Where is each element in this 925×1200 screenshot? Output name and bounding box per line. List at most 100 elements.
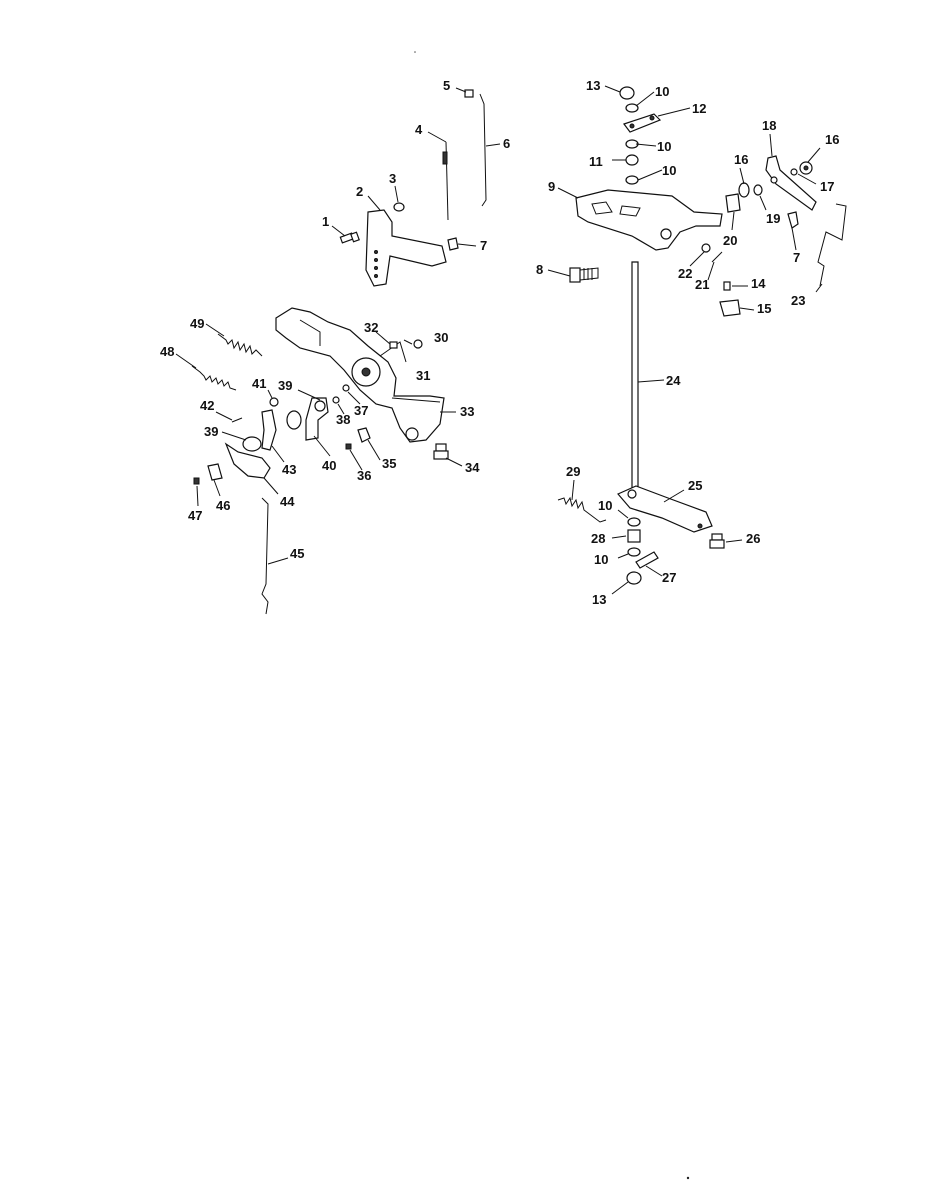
callout-37: 37 — [354, 403, 368, 418]
callout-10-a: 10 — [655, 84, 669, 99]
part-21-pin — [711, 251, 723, 263]
part-43-lever — [261, 409, 277, 451]
part-44-bracket — [224, 442, 271, 479]
part-26-bolt — [709, 533, 725, 549]
callout-16-a: 16 — [734, 152, 748, 167]
callout-17: 17 — [820, 179, 834, 194]
part-45-rod — [261, 497, 269, 615]
callout-16-b: 16 — [825, 132, 839, 147]
callout-22: 22 — [678, 266, 692, 281]
callout-27: 27 — [662, 570, 676, 585]
callout-29: 29 — [566, 464, 580, 479]
callout-10-d: 10 — [598, 498, 612, 513]
callout-15: 15 — [757, 301, 771, 316]
callout-7: 7 — [480, 238, 487, 253]
callout-48: 48 — [160, 344, 174, 359]
callout-26: 26 — [746, 531, 760, 546]
part-7-clip — [447, 237, 459, 251]
callout-10-e: 10 — [594, 552, 608, 567]
part-37-washer — [342, 384, 350, 392]
part-20-bushing — [725, 193, 741, 213]
callout-42: 42 — [200, 398, 214, 413]
part-2-bracket — [365, 209, 447, 287]
callout-13-a: 13 — [586, 78, 600, 93]
part-29-spring — [557, 496, 607, 523]
part-7-clip-right — [787, 211, 799, 229]
callout-25: 25 — [688, 478, 702, 493]
part-15-clip — [719, 299, 741, 317]
callout-7-b: 7 — [793, 250, 800, 265]
part-10-washer-1 — [625, 103, 639, 113]
callout-10-b: 10 — [657, 139, 671, 154]
callout-13-b: 13 — [592, 592, 606, 607]
part-19-washer — [753, 184, 763, 196]
callout-11: 11 — [589, 154, 603, 169]
part-39-disc-lower — [242, 436, 262, 452]
part-32-screw — [389, 341, 398, 349]
part-13-nut-top — [619, 86, 635, 100]
callout-21: 21 — [695, 277, 709, 292]
callout-33: 33 — [460, 404, 474, 419]
callout-41: 41 — [252, 376, 266, 391]
part-3-nut — [393, 202, 405, 212]
callout-46: 46 — [216, 498, 230, 513]
part-23-rod — [817, 203, 847, 287]
page-speck-top — [414, 51, 416, 53]
part-25-plate — [617, 485, 713, 533]
callout-24: 24 — [666, 373, 681, 388]
callout-18: 18 — [762, 118, 776, 133]
callout-34: 34 — [465, 460, 480, 475]
part-30-nut — [413, 339, 423, 349]
callout-43: 43 — [282, 462, 296, 477]
part-34-bolt — [433, 443, 449, 460]
part-49-spring — [217, 333, 263, 357]
callout-19: 19 — [766, 211, 780, 226]
part-1-bolt — [339, 231, 360, 244]
part-48-spring — [191, 365, 237, 391]
callout-8: 8 — [536, 262, 543, 277]
callout-9: 9 — [548, 179, 555, 194]
part-group-middle-left — [175, 307, 463, 615]
callout-2: 2 — [356, 184, 363, 199]
callout-1: 1 — [322, 214, 329, 229]
callout-23: 23 — [791, 293, 805, 308]
callout-10-c: 10 — [662, 163, 676, 178]
part-42-pin — [231, 417, 243, 423]
part-18-lever — [765, 155, 817, 211]
part-12-link — [623, 113, 662, 133]
part-35-clip — [357, 427, 371, 443]
callout-12: 12 — [692, 101, 706, 116]
callout-labels: 1 2 3 4 5 6 7 8 9 10 10 10 10 10 11 12 1… — [160, 78, 839, 607]
callout-31: 31 — [416, 368, 430, 383]
callout-38: 38 — [336, 412, 350, 427]
callout-36: 36 — [357, 468, 371, 483]
callout-5: 5 — [443, 78, 450, 93]
part-17-washer — [790, 168, 798, 176]
callout-45: 45 — [290, 546, 304, 561]
part-group-right — [547, 85, 847, 595]
callout-4: 4 — [415, 122, 423, 137]
part-8-bolt — [569, 267, 599, 283]
part-47-screw — [193, 477, 200, 485]
part-27-link — [635, 551, 659, 569]
part-38-washer — [332, 396, 340, 404]
callout-32: 32 — [364, 320, 378, 335]
part-36-screw — [345, 443, 352, 450]
callout-40: 40 — [322, 458, 336, 473]
part-31-spring — [379, 341, 407, 363]
callout-3: 3 — [389, 171, 396, 186]
part-9-bracket — [575, 189, 723, 251]
part-16-washer-lower — [738, 182, 750, 198]
part-24-shaft — [631, 261, 639, 489]
part-11-spring — [625, 154, 639, 166]
part-22-nut — [701, 243, 711, 253]
part-13-nut-bottom — [626, 571, 642, 585]
part-10-washer-5 — [627, 547, 641, 557]
part-5-nut — [464, 89, 474, 98]
part-10-washer-4 — [627, 517, 641, 527]
part-39-disc-upper — [286, 410, 302, 430]
callout-35: 35 — [382, 456, 396, 471]
callout-28: 28 — [591, 531, 605, 546]
callout-47: 47 — [188, 508, 202, 523]
